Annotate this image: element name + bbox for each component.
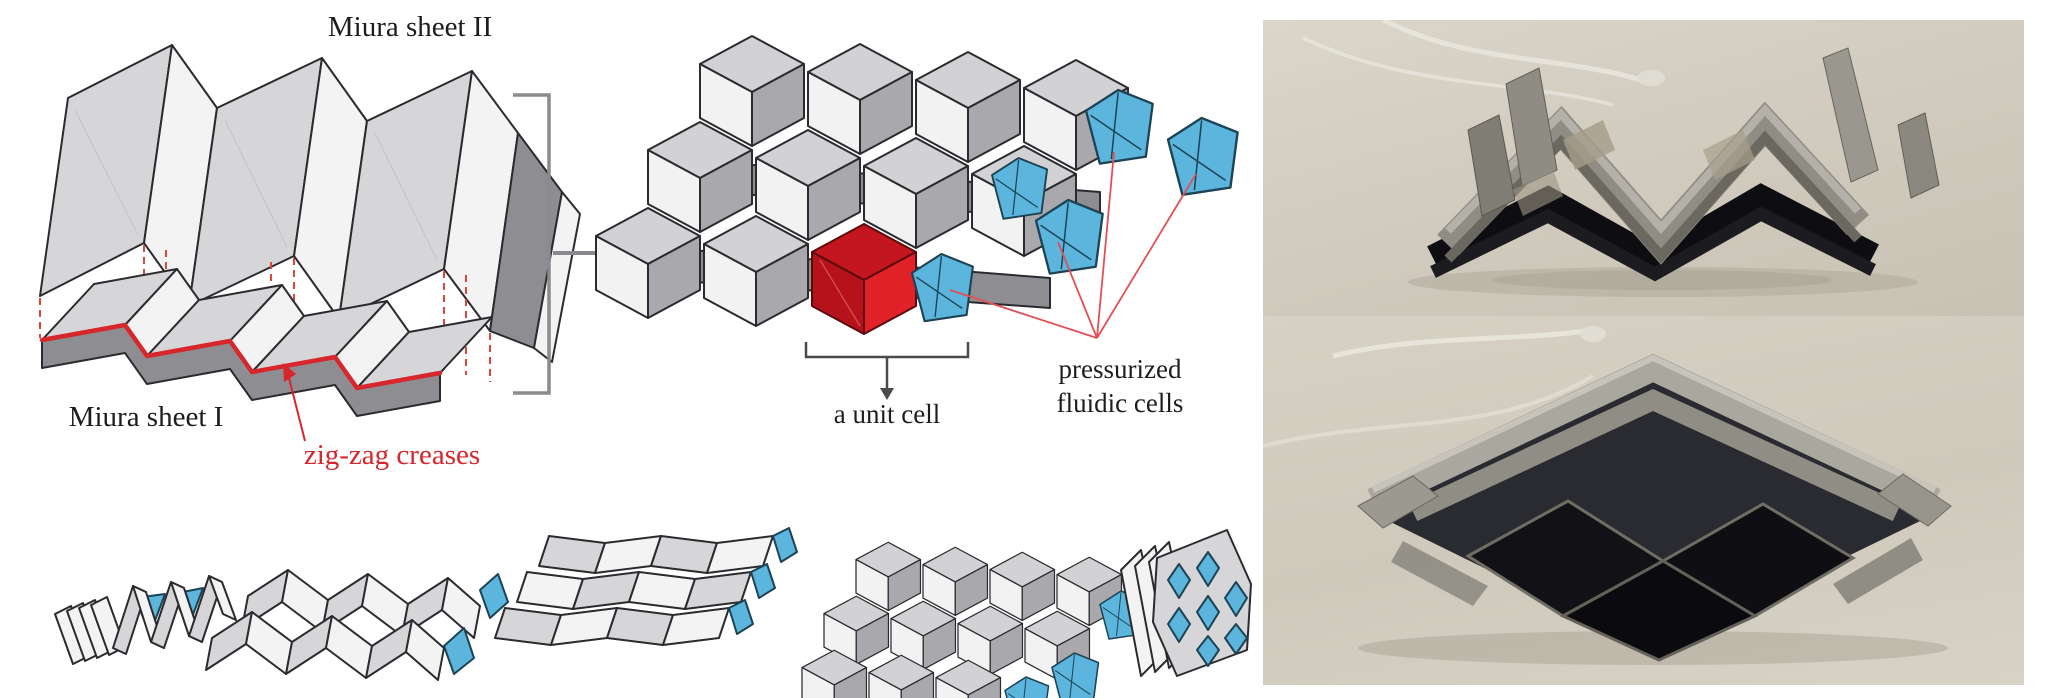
folding-state-1 bbox=[54, 575, 237, 665]
miura-sheet-2-drawing bbox=[39, 44, 581, 363]
photo-folded-prototype bbox=[1263, 20, 2024, 316]
pressurized-label-line2: fluidic cells bbox=[1057, 388, 1184, 418]
miura-sheet-2-label: Miura sheet II bbox=[328, 11, 492, 43]
zigzag-crease-highlight bbox=[39, 322, 443, 391]
origami-structure bbox=[1427, 47, 1940, 282]
photo2-art bbox=[1263, 326, 1952, 665]
fluidic-cell-blue bbox=[910, 252, 974, 323]
zigzag-crease-pointer-arrow bbox=[283, 363, 306, 442]
unit-cell-bracket bbox=[804, 342, 970, 359]
air-tubing bbox=[1302, 20, 1665, 107]
down-arrow-icon bbox=[880, 357, 894, 400]
air-tubing bbox=[1263, 326, 1606, 448]
sheet-pair-bracket bbox=[513, 93, 551, 395]
photo1-art bbox=[1302, 20, 1940, 297]
folding-state-5 bbox=[1120, 529, 1252, 677]
miura-sheet-1-label: Miura sheet I bbox=[69, 401, 224, 433]
folding-state-2 bbox=[205, 569, 509, 681]
pressurized-label-line1: pressurized bbox=[1059, 354, 1182, 384]
origami-structure bbox=[1357, 353, 1952, 662]
fluidic-cell-pointer-lines bbox=[949, 151, 1197, 339]
photo-expanded-prototype bbox=[1263, 316, 2024, 685]
blue-cell-faces bbox=[1167, 551, 1248, 667]
fluidic-cell-blue bbox=[1166, 116, 1239, 197]
folding-state-4 bbox=[801, 541, 1145, 698]
tessellation-drawing bbox=[595, 35, 1239, 335]
unit-cell-label: a unit cell bbox=[834, 399, 940, 429]
miura-sheet-1-drawing bbox=[39, 268, 493, 417]
zigzag-creases-label: zig-zag creases bbox=[304, 439, 480, 471]
folding-state-3 bbox=[494, 527, 798, 646]
diagram-panel: Miura sheet II bbox=[39, 11, 1252, 698]
shadow bbox=[1408, 267, 1918, 297]
